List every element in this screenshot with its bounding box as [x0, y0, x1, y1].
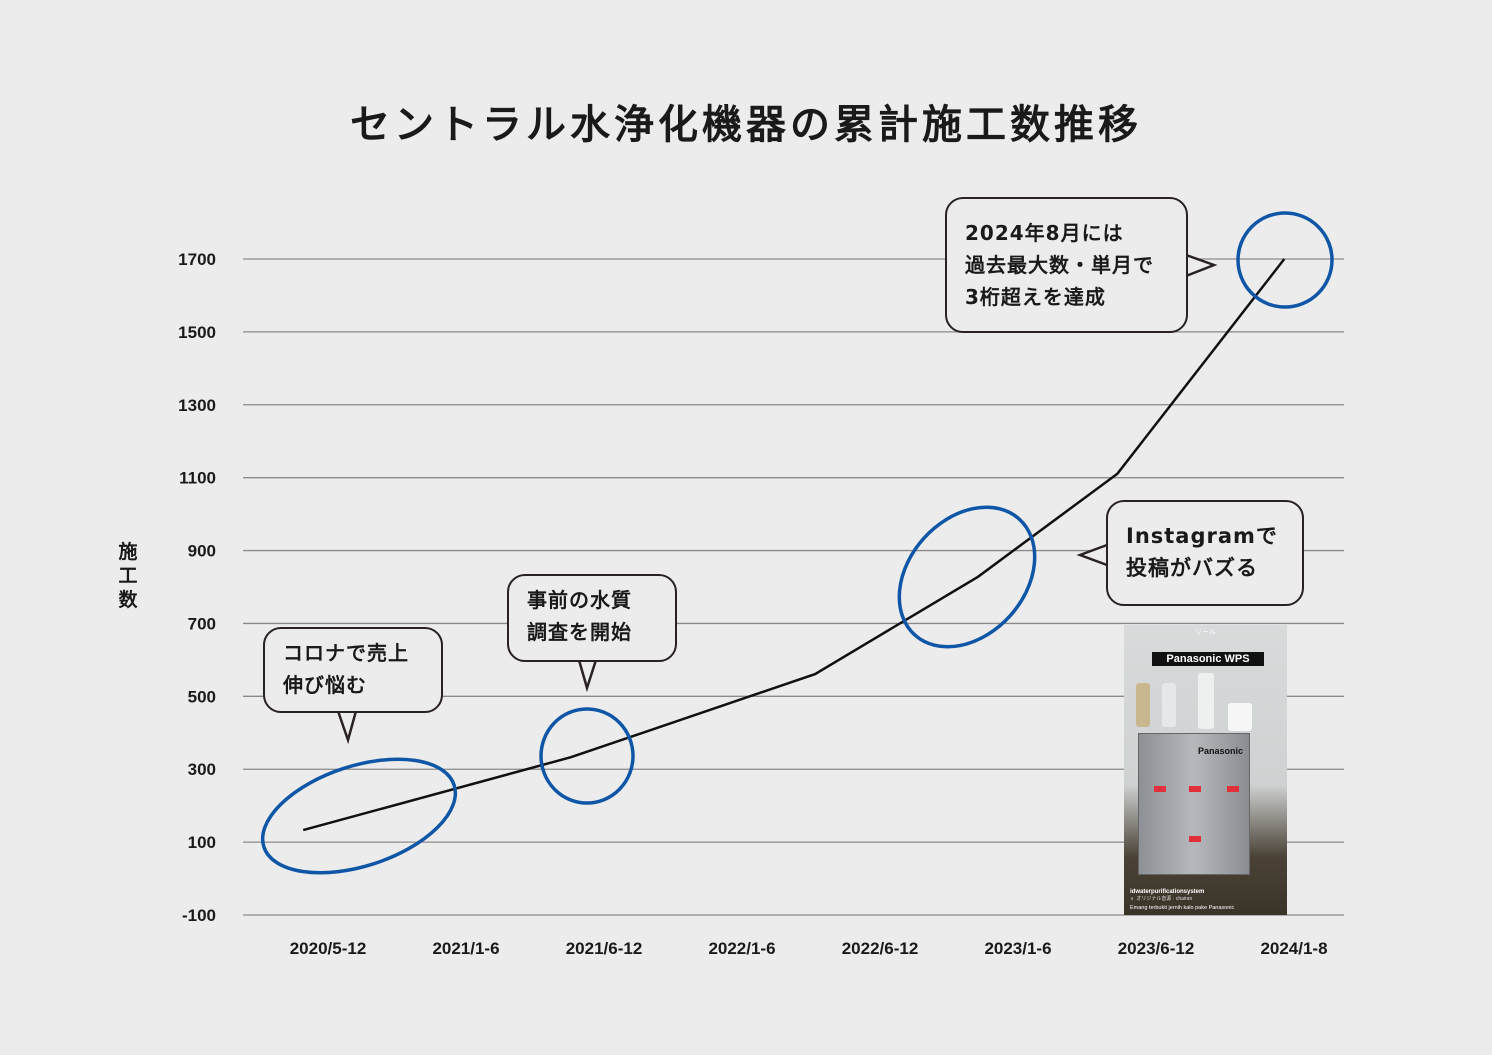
- callout-line: 伸び悩む: [283, 673, 367, 697]
- x-tick-label: 2021/6-12: [566, 939, 643, 958]
- jar-image: [1228, 703, 1252, 731]
- callout-line: Instagramで: [1126, 524, 1278, 548]
- x-tick-label: 2024/1-8: [1260, 939, 1327, 958]
- valve: [1189, 836, 1201, 842]
- machine-brand: Panasonic: [1197, 746, 1243, 756]
- post-caption: Emang terbukti jernih kalo pake Panasoni…: [1130, 905, 1235, 911]
- highlight-circle-2020: [260, 757, 458, 875]
- y-tick-label: 500: [188, 687, 216, 706]
- x-tick-label: 2020/5-12: [290, 939, 367, 958]
- x-tick-label: 2023/6-12: [1118, 939, 1195, 958]
- y-tick-label: 1300: [178, 396, 216, 415]
- bottle-image: [1136, 683, 1150, 727]
- bottle-image: [1162, 683, 1176, 727]
- y-tick-label: -100: [182, 906, 216, 925]
- callout-line: 事前の水質: [527, 588, 632, 612]
- callout-line: 3桁超えを達成: [965, 285, 1106, 309]
- x-tick-label: 2022/1-6: [708, 939, 775, 958]
- x-tick-label: 2022/6-12: [842, 939, 919, 958]
- highlight-circle-2024: [1236, 211, 1334, 309]
- y-tick-label: 1100: [179, 469, 216, 488]
- y-tick-label: 1700: [178, 250, 216, 269]
- y-tick-label: 900: [188, 542, 216, 561]
- x-tick-label: 2023/1-6: [984, 939, 1051, 958]
- callout-corona: コロナで売上 伸び悩む: [263, 627, 443, 713]
- series-line: [302, 258, 1286, 832]
- callout-line: 調査を開始: [527, 620, 632, 644]
- chart-title: セントラル水浄化機器の累計施工数推移: [350, 102, 1142, 148]
- y-tick-label: 300: [188, 760, 216, 779]
- highlight-circle-2021: [539, 707, 635, 805]
- callout-tail: [577, 659, 598, 693]
- callout-line: 過去最大数・単月で: [965, 253, 1154, 277]
- reel-header: リール: [1195, 629, 1216, 636]
- post-audio: ♬ オリジナル音源 · chairan: [1130, 896, 1193, 902]
- instagram-post-screenshot: リール Panasonic WPS Panasonic idwaterpurif…: [1124, 625, 1287, 915]
- callout-tail: [1185, 253, 1218, 278]
- callout-tail: [1076, 543, 1108, 567]
- y-tick-label: 1500: [178, 323, 216, 342]
- valve: [1154, 786, 1166, 792]
- y-tick-label: 700: [188, 614, 216, 633]
- callout-line: 投稿がバズる: [1126, 556, 1258, 580]
- callout-water-survey: 事前の水質 調査を開始: [507, 574, 677, 662]
- machine-image: Panasonic: [1138, 733, 1250, 875]
- callout-line: 2024年8月には: [965, 221, 1124, 245]
- post-username: idwaterpurificationsystem: [1130, 889, 1205, 895]
- banner-label: Panasonic WPS: [1152, 652, 1264, 666]
- y-axis-label: 施工数: [118, 541, 138, 611]
- callout-instagram: Instagramで 投稿がバズる: [1106, 500, 1304, 606]
- x-tick-label: 2021/1-6: [432, 939, 499, 958]
- highlight-circle-2023: [897, 505, 1037, 649]
- callout-line: コロナで売上: [283, 641, 409, 665]
- valve: [1189, 786, 1201, 792]
- y-tick-label: 100: [188, 833, 216, 852]
- filter-image: [1198, 673, 1214, 729]
- callout-record: 2024年8月には 過去最大数・単月で 3桁超えを達成: [945, 197, 1188, 333]
- valve: [1227, 786, 1239, 792]
- callout-tail: [336, 710, 358, 745]
